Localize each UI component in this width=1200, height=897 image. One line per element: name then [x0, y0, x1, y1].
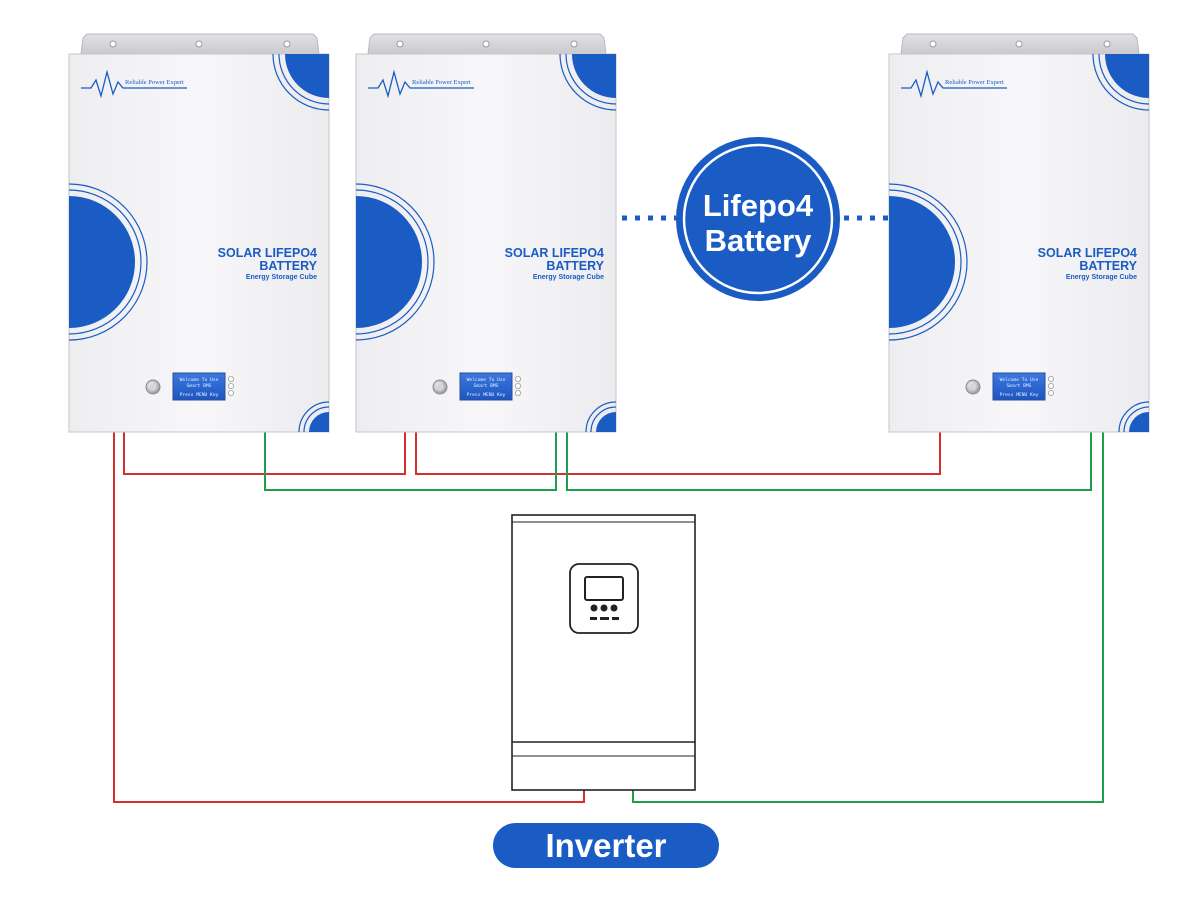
inverter-button-icon [600, 604, 608, 612]
lifepo4-badge: Lifepo4 Battery [676, 137, 840, 301]
lcd-line-2: Smart BMS [1007, 383, 1032, 389]
lcd-line-1: Welcome To Use [467, 377, 506, 383]
inverter-control-panel [569, 563, 639, 634]
inverter-display [584, 576, 624, 601]
battery-title: SOLAR LIFEPO4 [218, 246, 317, 260]
badge-line-1: Lifepo4 [703, 188, 814, 223]
battery-logo-text: Reliable Power Expert [125, 79, 184, 86]
lcd-line-1: Welcome To Use [1000, 377, 1039, 383]
battery-title-line2: BATTERY [259, 259, 317, 273]
wire-positive-bat2-bat3 [415, 431, 941, 475]
battery-unit-2: Reliable Power Expert SOLAR LIFEPO4 BATT… [278, 0, 672, 462]
lcd-line-3: Press MENU Key [467, 392, 506, 398]
inverter-label-pill: Inverter [493, 823, 719, 868]
badge-line-2: Battery [705, 223, 813, 258]
wiring [113, 431, 1104, 803]
wire-negative-bat2-bat3 [566, 431, 1092, 491]
battery-title-line2: BATTERY [1079, 259, 1137, 273]
battery-logo-text: Reliable Power Expert [412, 79, 471, 86]
inverter-button-icon [610, 604, 618, 612]
inverter-button-icon [590, 604, 598, 612]
battery-unit-1: Reliable Power Expert SOLAR LIFEPO4 BATT… [0, 0, 385, 462]
inverter-unit [511, 514, 696, 791]
lcd-line-2: Smart BMS [474, 383, 499, 389]
battery-title-line2: BATTERY [546, 259, 604, 273]
battery-title: SOLAR LIFEPO4 [505, 246, 604, 260]
battery-title: SOLAR LIFEPO4 [1038, 246, 1137, 260]
wire-positive-main [113, 431, 585, 803]
lcd-line-2: Smart BMS [187, 383, 212, 389]
wire-negative-bat1-bat2 [264, 431, 557, 491]
battery-unit-3: Reliable Power Expert SOLAR LIFEPO4 BATT… [811, 0, 1200, 462]
lcd-line-3: Press MENU Key [1000, 392, 1039, 398]
lcd-line-1: Welcome To Use [180, 377, 219, 383]
lcd-line-3: Press MENU Key [180, 392, 219, 398]
battery-logo-text: Reliable Power Expert [945, 79, 1004, 86]
battery-subtitle: Energy Storage Cube [1066, 274, 1137, 281]
battery-subtitle: Energy Storage Cube [533, 274, 604, 281]
wire-negative-main [632, 431, 1104, 803]
inverter-label: Inverter [545, 827, 666, 864]
battery-subtitle: Energy Storage Cube [246, 274, 317, 281]
